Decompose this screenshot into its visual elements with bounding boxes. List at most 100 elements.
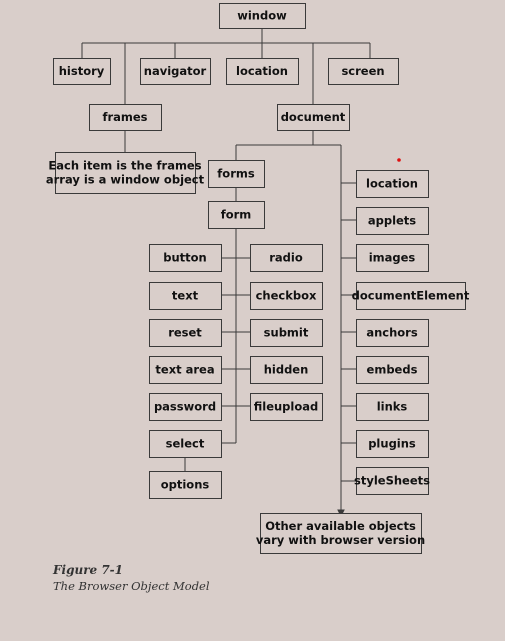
node-box: [250, 244, 323, 272]
node-applets: applets: [356, 207, 429, 235]
node-links: links: [356, 393, 429, 421]
node-box: [250, 356, 323, 384]
node-box: [328, 58, 399, 85]
node-options: options: [149, 471, 222, 499]
node-box: [149, 319, 222, 347]
node-document: document: [277, 104, 350, 131]
node-password: password: [149, 393, 222, 421]
node-textarea: text area: [149, 356, 222, 384]
node-checkbox: checkbox: [250, 282, 323, 310]
node-box: [149, 244, 222, 272]
node-label: button: [163, 251, 207, 265]
node-box: [260, 513, 422, 554]
node-label: Each item is the frames: [48, 159, 201, 173]
node-box: [250, 282, 323, 310]
node-box: [356, 430, 429, 458]
node-label: plugins: [368, 437, 416, 451]
node-label: array is a window object: [46, 173, 205, 187]
node-label: form: [221, 208, 252, 222]
node-box: [149, 471, 222, 499]
node-label: location: [236, 64, 288, 78]
node-plugins: plugins: [356, 430, 429, 458]
red-dot-marker: [397, 158, 401, 162]
node-navigator: navigator: [140, 58, 211, 85]
node-frames: frames: [89, 104, 162, 131]
node-label: history: [59, 64, 105, 78]
figure-subtitle: The Browser Object Model: [53, 579, 210, 593]
node-box: [55, 152, 196, 194]
node-label: forms: [217, 167, 255, 181]
node-box: [149, 393, 222, 421]
node-select: select: [149, 430, 222, 458]
node-box: [356, 244, 429, 272]
node-button: button: [149, 244, 222, 272]
node-label: select: [166, 437, 205, 451]
node-box: [226, 58, 299, 85]
node-label: submit: [264, 326, 309, 340]
node-label: location: [366, 177, 418, 191]
node-label: anchors: [366, 326, 418, 340]
node-box: [356, 170, 429, 198]
node-embeds: embeds: [356, 356, 429, 384]
node-label: navigator: [144, 64, 207, 78]
node-window: window: [219, 3, 306, 29]
node-reset: reset: [149, 319, 222, 347]
connector-lines: [81, 28, 371, 510]
node-label: embeds: [367, 363, 418, 377]
node-documentElement: documentElement: [352, 282, 470, 310]
node-box: [149, 430, 222, 458]
node-box: [356, 282, 466, 310]
node-hidden: hidden: [250, 356, 323, 384]
node-label: applets: [368, 214, 416, 228]
node-box: [208, 201, 265, 229]
node-label: frames: [102, 110, 147, 124]
node-screen: screen: [328, 58, 399, 85]
node-images: images: [356, 244, 429, 272]
node-label: images: [369, 251, 416, 265]
node-box: [277, 104, 350, 131]
node-label: links: [377, 400, 408, 414]
node-label: hidden: [264, 363, 309, 377]
node-text: text: [149, 282, 222, 310]
node-box: [149, 356, 222, 384]
node-box: [149, 282, 222, 310]
node-forms: forms: [208, 160, 265, 188]
figure-title: Figure 7-1: [53, 563, 124, 577]
node-label: password: [154, 400, 216, 414]
node-label: styleSheets: [354, 474, 430, 488]
node-box: [356, 467, 429, 495]
node-fileupload: fileupload: [250, 393, 323, 421]
node-anchors: anchors: [356, 319, 429, 347]
node-label: documentElement: [352, 289, 470, 303]
node-label: radio: [269, 251, 303, 265]
node-label: window: [237, 9, 287, 23]
node-box: [356, 356, 429, 384]
node-box: [208, 160, 265, 188]
node-label: document: [281, 110, 346, 124]
node-box: [219, 3, 306, 29]
node-box: [356, 393, 429, 421]
node-box: [356, 207, 429, 235]
node-label: checkbox: [256, 289, 317, 303]
node-box: [250, 393, 323, 421]
node-label: options: [161, 478, 210, 492]
node-label: vary with browser version: [256, 533, 425, 547]
node-radio: radio: [250, 244, 323, 272]
node-box: [89, 104, 162, 131]
node-label: text area: [155, 363, 214, 377]
node-form: form: [208, 201, 265, 229]
node-styleSheets: styleSheets: [354, 467, 430, 495]
node-location_top: location: [226, 58, 299, 85]
node-box: [250, 319, 323, 347]
node-label: text: [172, 289, 199, 303]
node-submit: submit: [250, 319, 323, 347]
node-layer: window history navigator location screen fram…: [46, 3, 470, 554]
node-label: Other available objects: [265, 519, 416, 533]
node-label: fileupload: [254, 400, 319, 414]
node-box: [356, 319, 429, 347]
node-history: history: [53, 58, 111, 85]
node-label: reset: [168, 326, 202, 340]
